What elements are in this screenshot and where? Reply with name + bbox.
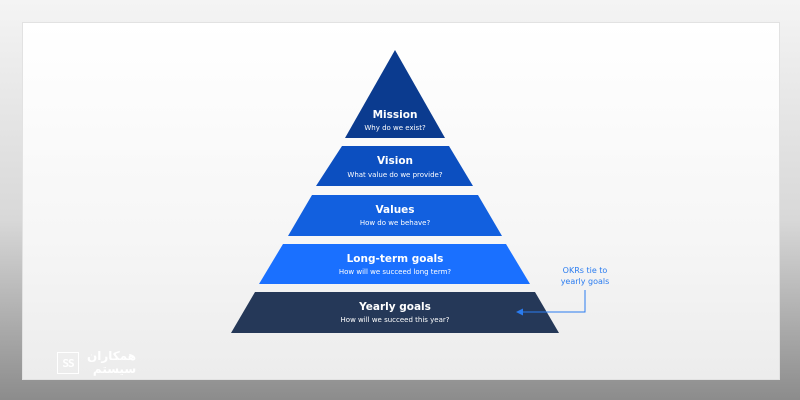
level-title-mission: Mission [373, 109, 418, 121]
logo-text: همکاران سیستم [87, 350, 136, 376]
annotation-line-2: yearly goals [561, 277, 610, 286]
level-subtitle-long-term-goals: How will we succeed long term? [339, 268, 452, 276]
pyramid-level-yearly-goals [231, 292, 559, 333]
level-title-vision: Vision [377, 155, 413, 167]
pyramid-level-values [288, 195, 502, 236]
pyramid-level-vision [316, 146, 473, 186]
level-subtitle-values: How do we behave? [360, 219, 431, 227]
level-subtitle-mission: Why do we exist? [364, 124, 426, 132]
pyramid-level-mission [345, 50, 445, 138]
logo-text-line-1: همکاران [87, 349, 137, 363]
annotation-line-1: OKRs tie to [563, 266, 608, 275]
level-title-values: Values [375, 204, 414, 216]
logo-mark-icon: SS [57, 352, 79, 374]
brand-logo: SS همکاران سیستم [57, 350, 136, 376]
level-title-long-term-goals: Long-term goals [347, 253, 444, 265]
level-subtitle-vision: What value do we provide? [347, 171, 442, 179]
annotation-connector-line [520, 290, 586, 313]
annotation-arrow-icon [516, 308, 523, 316]
level-title-yearly-goals: Yearly goals [358, 301, 431, 313]
logo-text-line-2: سیستم [92, 362, 137, 376]
level-subtitle-yearly-goals: How will we succeed this year? [341, 316, 450, 324]
pyramid-level-long-term-goals [259, 244, 530, 284]
